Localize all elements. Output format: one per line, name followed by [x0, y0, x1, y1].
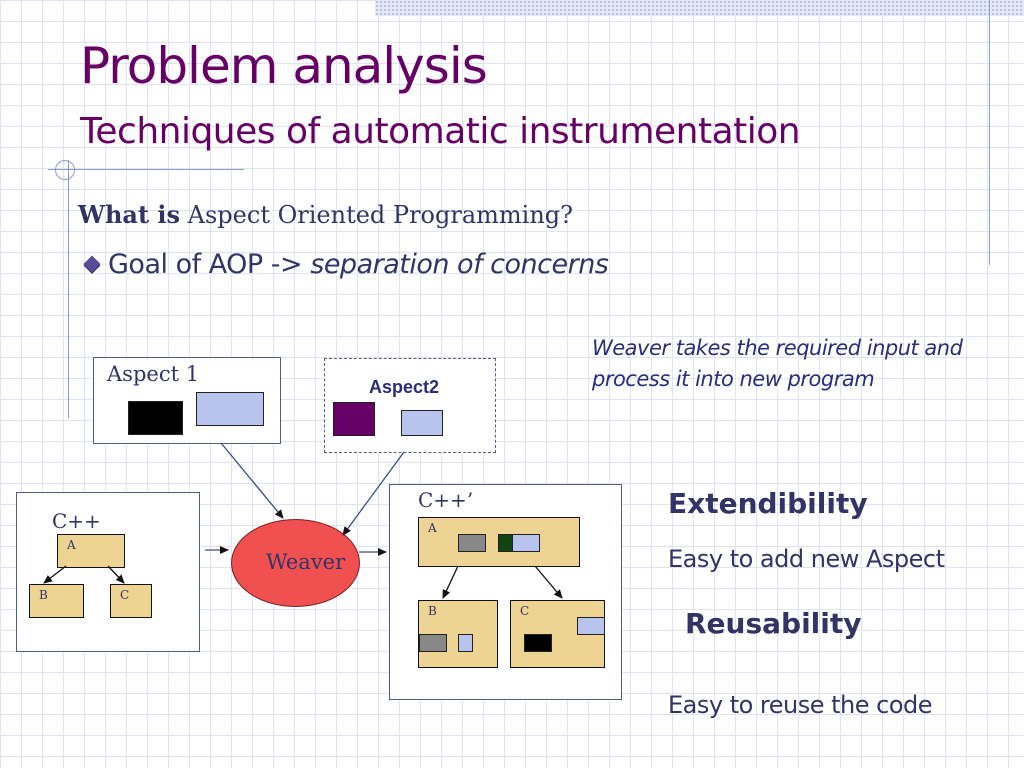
- arrow-source-a-to-b: [43, 565, 67, 584]
- output-class-b: B: [418, 600, 498, 668]
- aspect2-block-light: [401, 410, 443, 436]
- arrow-aspect2-to-weaver: [342, 451, 405, 536]
- output-class-c-label: C: [520, 604, 530, 618]
- weaver-note-line1: Weaver takes the required input and: [592, 336, 963, 360]
- output-a-block-light: [512, 534, 540, 552]
- output-class-b-label: B: [428, 604, 437, 618]
- question-rest: Aspect Oriented Programming?: [180, 201, 574, 229]
- output-c-block-light: [577, 617, 605, 635]
- source-class-c-label: C: [120, 588, 130, 602]
- output-class-a-label: A: [428, 521, 437, 535]
- source-program-box: C++ A B C: [16, 492, 200, 652]
- arrow-output-a-to-c: [534, 565, 563, 599]
- right-decor-line: [989, 0, 990, 265]
- slide-title: Problem analysis: [80, 37, 488, 95]
- title-decor-line: [48, 169, 244, 170]
- decor-circle-icon: [55, 160, 75, 180]
- output-class-c: C: [510, 600, 605, 668]
- arrow-aspect1-to-weaver: [220, 442, 284, 519]
- source-class-a: A: [57, 534, 125, 568]
- benefit-text-reusability: Easy to reuse the code: [668, 691, 933, 719]
- output-program-box: C++’ A B C: [389, 484, 622, 700]
- bullet-goal: Goal of AOP -> separation of concerns: [80, 249, 609, 280]
- weaver-note: Weaver takes the required input and proc…: [592, 333, 963, 395]
- output-b-block-light: [458, 634, 473, 652]
- aspect1-block-light: [196, 392, 264, 426]
- aspect2-label: Aspect2: [369, 377, 440, 397]
- left-decor-line: [68, 160, 69, 418]
- arrow-output-a-to-b: [442, 565, 459, 599]
- aspect1-block-dark: [128, 401, 183, 435]
- benefit-text-extendibility: Easy to add new Aspect: [668, 545, 945, 573]
- aspect1-box: Aspect 1: [93, 357, 281, 444]
- weaver-node: Weaver: [231, 519, 360, 607]
- bullet-text: Goal of AOP ->: [108, 249, 311, 280]
- source-class-b-label: B: [39, 588, 48, 602]
- weaver-label: Weaver: [266, 550, 346, 574]
- output-b-block-gray: [419, 634, 447, 652]
- slide-subtitle: Techniques of automatic instrumentation: [80, 111, 801, 152]
- source-class-b: B: [29, 584, 84, 618]
- output-a-block-gray: [458, 534, 486, 552]
- aspect2-box: Aspect2: [324, 358, 496, 453]
- source-class-c: C: [110, 584, 152, 618]
- aspect1-label: Aspect 1: [107, 362, 200, 386]
- weaver-note-line2: process it into new program: [592, 367, 875, 391]
- benefit-heading-reusability: Reusability: [685, 607, 862, 640]
- aspect2-block-purple: [333, 402, 375, 436]
- source-label: C++: [52, 509, 101, 533]
- arrow-source-a-to-c: [107, 565, 125, 584]
- source-class-a-label: A: [67, 538, 76, 552]
- question-bold: What is: [78, 200, 181, 229]
- top-decor-band: [375, 0, 1024, 16]
- question-line: What is Aspect Oriented Programming?: [78, 200, 573, 229]
- bullet-emphasis: separation of concerns: [310, 249, 609, 280]
- output-label: C++’: [418, 488, 474, 512]
- output-c-block-dark: [524, 634, 552, 652]
- benefit-heading-extendibility: Extendibility: [668, 487, 868, 520]
- output-class-a: A: [418, 517, 580, 567]
